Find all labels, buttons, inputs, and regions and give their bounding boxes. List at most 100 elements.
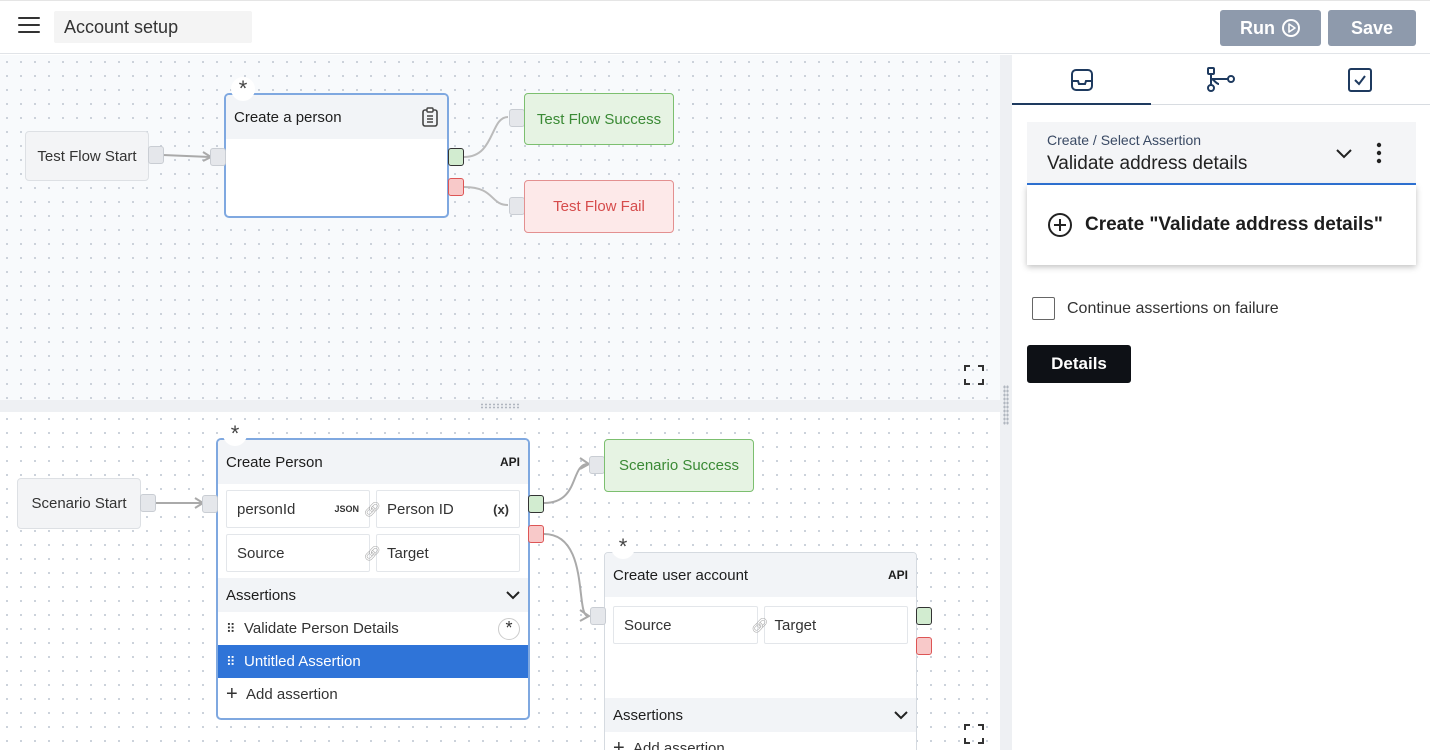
asterisk-icon[interactable]: * xyxy=(223,422,247,446)
create-a-person-node[interactable]: Create a person xyxy=(224,93,449,218)
create-assertion-option[interactable]: Create "Validate address details" xyxy=(1027,185,1416,265)
target-field[interactable]: Target xyxy=(376,534,520,572)
start-output-port[interactable] xyxy=(148,146,164,164)
assertion-label: Untitled Assertion xyxy=(244,653,361,670)
create-assertion-label: Create "Validate address details" xyxy=(1085,214,1383,235)
target-placeholder: Target xyxy=(774,616,817,634)
create-user-account-success-port[interactable] xyxy=(916,607,932,625)
menu-icon[interactable] xyxy=(18,17,40,37)
source-field[interactable]: personId JSON 🔗︎ xyxy=(226,490,381,528)
test-flow-fail-node[interactable]: Test Flow Fail xyxy=(524,180,674,233)
create-person-fail-port[interactable] xyxy=(528,525,544,543)
fit-view-icon[interactable] xyxy=(964,724,984,744)
scenario-success-input-port[interactable] xyxy=(589,456,605,474)
scenario-start-output-port[interactable] xyxy=(140,494,156,512)
scenario-canvas[interactable]: Scenario Start Create Person API personI… xyxy=(0,412,1000,750)
flow-tree-icon xyxy=(1206,66,1235,92)
node-title: Create a person xyxy=(234,108,342,126)
details-button[interactable]: Details xyxy=(1027,345,1131,383)
create-user-account-node[interactable]: Create user account API Source 🔗︎ Target… xyxy=(604,552,917,750)
chevron-down-icon[interactable] xyxy=(1336,149,1352,159)
add-assertion-button[interactable]: + Add assertion xyxy=(218,678,528,711)
fail-input-port[interactable] xyxy=(509,197,525,215)
success-output-port[interactable] xyxy=(448,148,464,166)
checkbox-checked-icon xyxy=(1348,67,1373,92)
assertion-select-label: Create / Select Assertion xyxy=(1047,132,1202,148)
create-user-account-header: Create user account API xyxy=(605,553,916,597)
clipboard-icon xyxy=(422,107,438,127)
assertion-select-input[interactable]: Validate address details xyxy=(1047,153,1248,174)
more-vertical-icon[interactable] xyxy=(1376,142,1382,164)
create-person-title: Create Person xyxy=(226,453,323,471)
add-circle-icon xyxy=(1048,213,1072,237)
assertion-label: Validate Person Details xyxy=(244,620,399,637)
scenario-success-node[interactable]: Scenario Success xyxy=(604,439,754,492)
assertion-item-selected[interactable]: ⠿ Untitled Assertion xyxy=(218,645,528,678)
variable-icon: (x) xyxy=(493,501,509,517)
target-field[interactable]: Person ID (x) xyxy=(376,490,520,528)
project-name-field[interactable]: Account setup xyxy=(54,11,252,43)
horizontal-splitter[interactable] xyxy=(0,400,1000,412)
fit-view-icon[interactable] xyxy=(964,365,984,385)
assertions-label: Assertions xyxy=(613,706,684,724)
play-circle-icon xyxy=(1282,19,1300,37)
tab-inbox[interactable] xyxy=(1012,55,1152,105)
tab-checklist[interactable] xyxy=(1291,55,1430,104)
test-flow-canvas[interactable]: Test Flow Start Create a person * Test F… xyxy=(0,55,1000,400)
link-icon: 🔗︎ xyxy=(750,617,769,633)
scenario-start-node[interactable]: Scenario Start xyxy=(17,478,141,529)
target-field[interactable]: Target xyxy=(763,606,908,644)
node-input-port[interactable] xyxy=(210,148,226,166)
mapping-row: Source 🔗︎ Target xyxy=(605,606,916,644)
source-field[interactable]: Source 🔗︎ xyxy=(613,606,769,644)
tab-flow[interactable] xyxy=(1151,55,1290,104)
assertions-label: Assertions xyxy=(226,586,297,604)
asterisk-icon[interactable]: * xyxy=(498,617,520,640)
assertion-panel: Create / Select Assertion Validate addre… xyxy=(1012,55,1430,750)
continue-on-failure-row: Continue assertions on failure xyxy=(1032,297,1279,320)
test-flow-success-node[interactable]: Test Flow Success xyxy=(524,93,674,145)
api-tag: API xyxy=(499,455,520,469)
success-input-port[interactable] xyxy=(509,109,525,127)
create-person-header: Create Person API xyxy=(218,440,528,484)
scenario-connectors xyxy=(155,457,591,622)
create-user-account-title: Create user account xyxy=(613,566,749,584)
node-header: Create a person xyxy=(226,95,447,139)
assertion-select[interactable]: Create / Select Assertion Validate addre… xyxy=(1027,122,1416,185)
target-value: Person ID xyxy=(387,500,454,518)
create-person-success-port[interactable] xyxy=(528,495,544,513)
asterisk-icon[interactable]: * xyxy=(231,77,255,101)
chevron-down-icon[interactable] xyxy=(506,590,520,600)
create-person-node[interactable]: Create Person API personId JSON 🔗︎ Perso… xyxy=(216,438,530,720)
test-flow-connectors xyxy=(162,116,509,206)
mapping-row: Source 🔗︎ Target xyxy=(218,534,528,572)
create-user-account-fail-port[interactable] xyxy=(916,637,932,655)
assertion-item[interactable]: ⠿ Validate Person Details * xyxy=(218,612,528,645)
source-placeholder: Source xyxy=(624,616,672,634)
run-button[interactable]: Run xyxy=(1220,10,1321,46)
add-assertion-label: Add assertion xyxy=(633,740,725,750)
api-tag: API xyxy=(887,568,908,582)
plus-icon: + xyxy=(613,737,625,750)
top-bar: Account setup Run Save xyxy=(0,0,1430,54)
fail-output-port[interactable] xyxy=(448,178,464,196)
plus-icon: + xyxy=(226,683,238,705)
drag-handle-icon[interactable]: ⠿ xyxy=(226,653,236,669)
drag-handle-icon[interactable]: ⠿ xyxy=(226,620,236,636)
asterisk-icon[interactable]: * xyxy=(611,535,635,559)
test-flow-start-node[interactable]: Test Flow Start xyxy=(25,131,149,181)
vertical-splitter[interactable] xyxy=(1000,55,1012,750)
add-assertion-label: Add assertion xyxy=(246,686,338,703)
save-button[interactable]: Save xyxy=(1328,10,1416,46)
continue-on-failure-checkbox[interactable] xyxy=(1032,297,1055,320)
source-field[interactable]: Source 🔗︎ xyxy=(226,534,381,572)
create-person-input-port[interactable] xyxy=(202,495,218,513)
inbox-icon xyxy=(1070,68,1093,91)
chevron-down-icon[interactable] xyxy=(894,710,908,720)
run-label: Run xyxy=(1240,17,1275,38)
create-user-account-input-port[interactable] xyxy=(590,607,606,625)
assertions-header[interactable]: Assertions xyxy=(605,698,916,732)
add-assertion-button[interactable]: + Add assertion xyxy=(605,732,916,750)
assertions-header[interactable]: Assertions xyxy=(218,578,528,612)
panel-tabs xyxy=(1012,55,1430,105)
